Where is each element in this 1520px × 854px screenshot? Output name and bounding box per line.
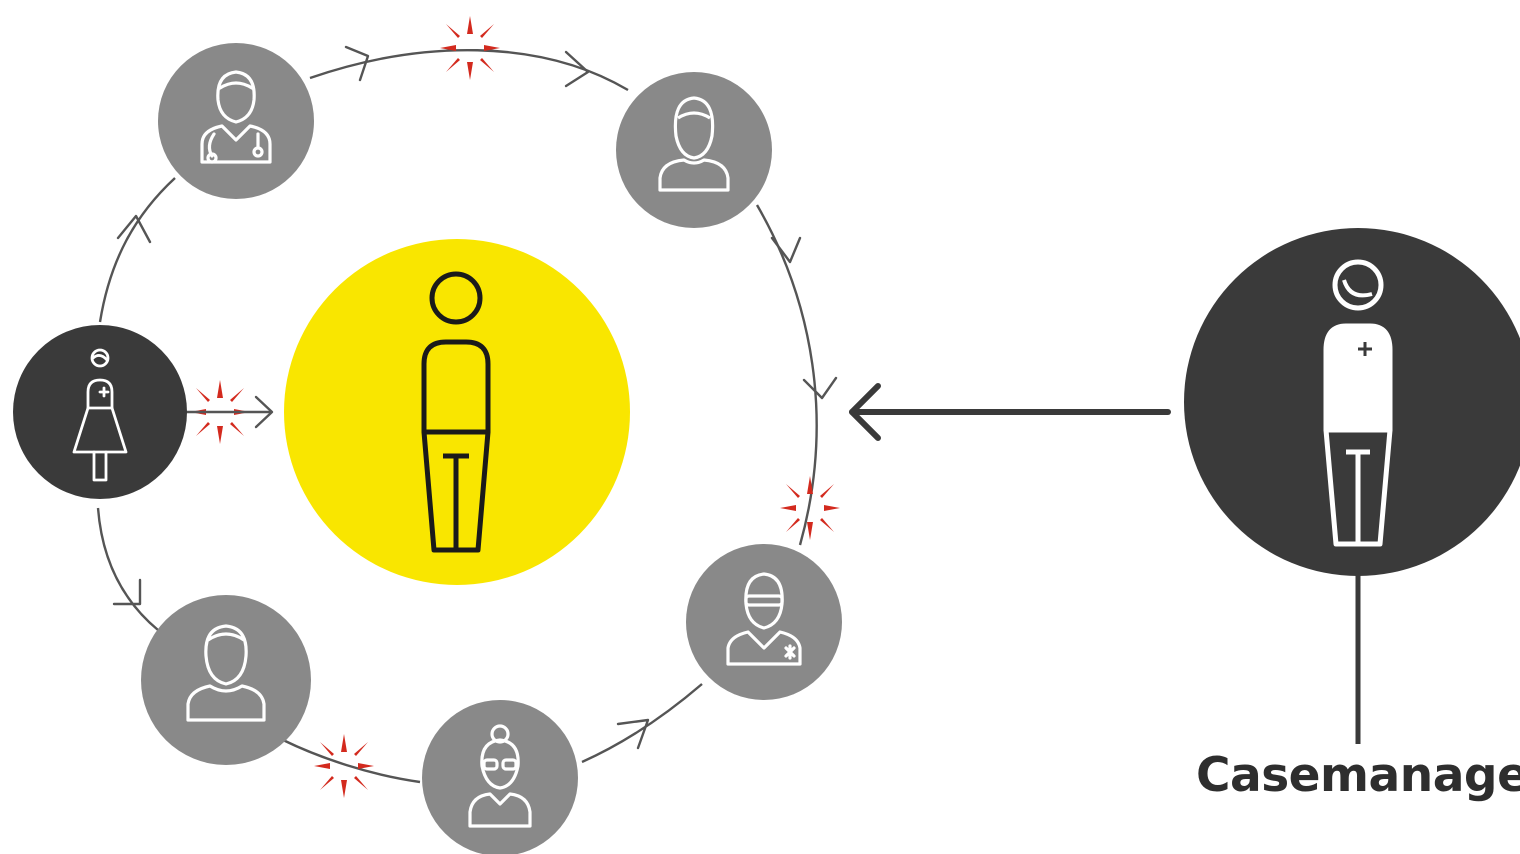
ring-arrow <box>344 45 370 82</box>
ring-segment-elderly-man <box>282 738 421 784</box>
elderly-woman-icon <box>468 724 532 828</box>
burst-icon <box>440 16 500 80</box>
ring-arrow <box>802 376 838 400</box>
ring-direction-arrows <box>112 45 838 750</box>
man-node <box>141 595 311 765</box>
ring-arrow <box>616 718 650 750</box>
ring-arrow <box>564 50 590 88</box>
ring-segment-doctor-woman <box>309 48 629 92</box>
doctor-node <box>158 43 314 199</box>
ring-segment-nurse-doctor <box>98 177 176 323</box>
elderly-woman-node <box>422 700 578 854</box>
ring-arrow <box>116 214 152 244</box>
burst-icon <box>314 734 374 798</box>
ring-arrow <box>770 236 802 264</box>
client-node <box>284 239 630 585</box>
plus-mark <box>1358 342 1372 356</box>
ring-arrow <box>112 578 142 606</box>
disruption-markers <box>190 16 840 798</box>
case-manager-arrow <box>849 383 1171 441</box>
doctor-icon <box>200 70 272 164</box>
paramedic-node <box>686 544 842 700</box>
man-icon <box>186 624 266 722</box>
person-icon <box>421 271 491 553</box>
ring-segment-paramedic-elderly <box>581 683 703 764</box>
nurse-icon <box>72 348 128 482</box>
paramedic-icon <box>726 572 802 666</box>
woman-node <box>616 72 772 228</box>
nurse-to-client-arrow <box>184 395 274 429</box>
ring-segment-man-nurse <box>96 507 159 631</box>
case-manager-icon <box>1323 259 1393 547</box>
case-manager-node <box>1184 228 1520 576</box>
burst-icon <box>780 476 840 540</box>
woman-icon <box>658 96 730 192</box>
nurse-node <box>13 325 187 499</box>
case-manager-label: Casemanager <box>1196 748 1520 803</box>
